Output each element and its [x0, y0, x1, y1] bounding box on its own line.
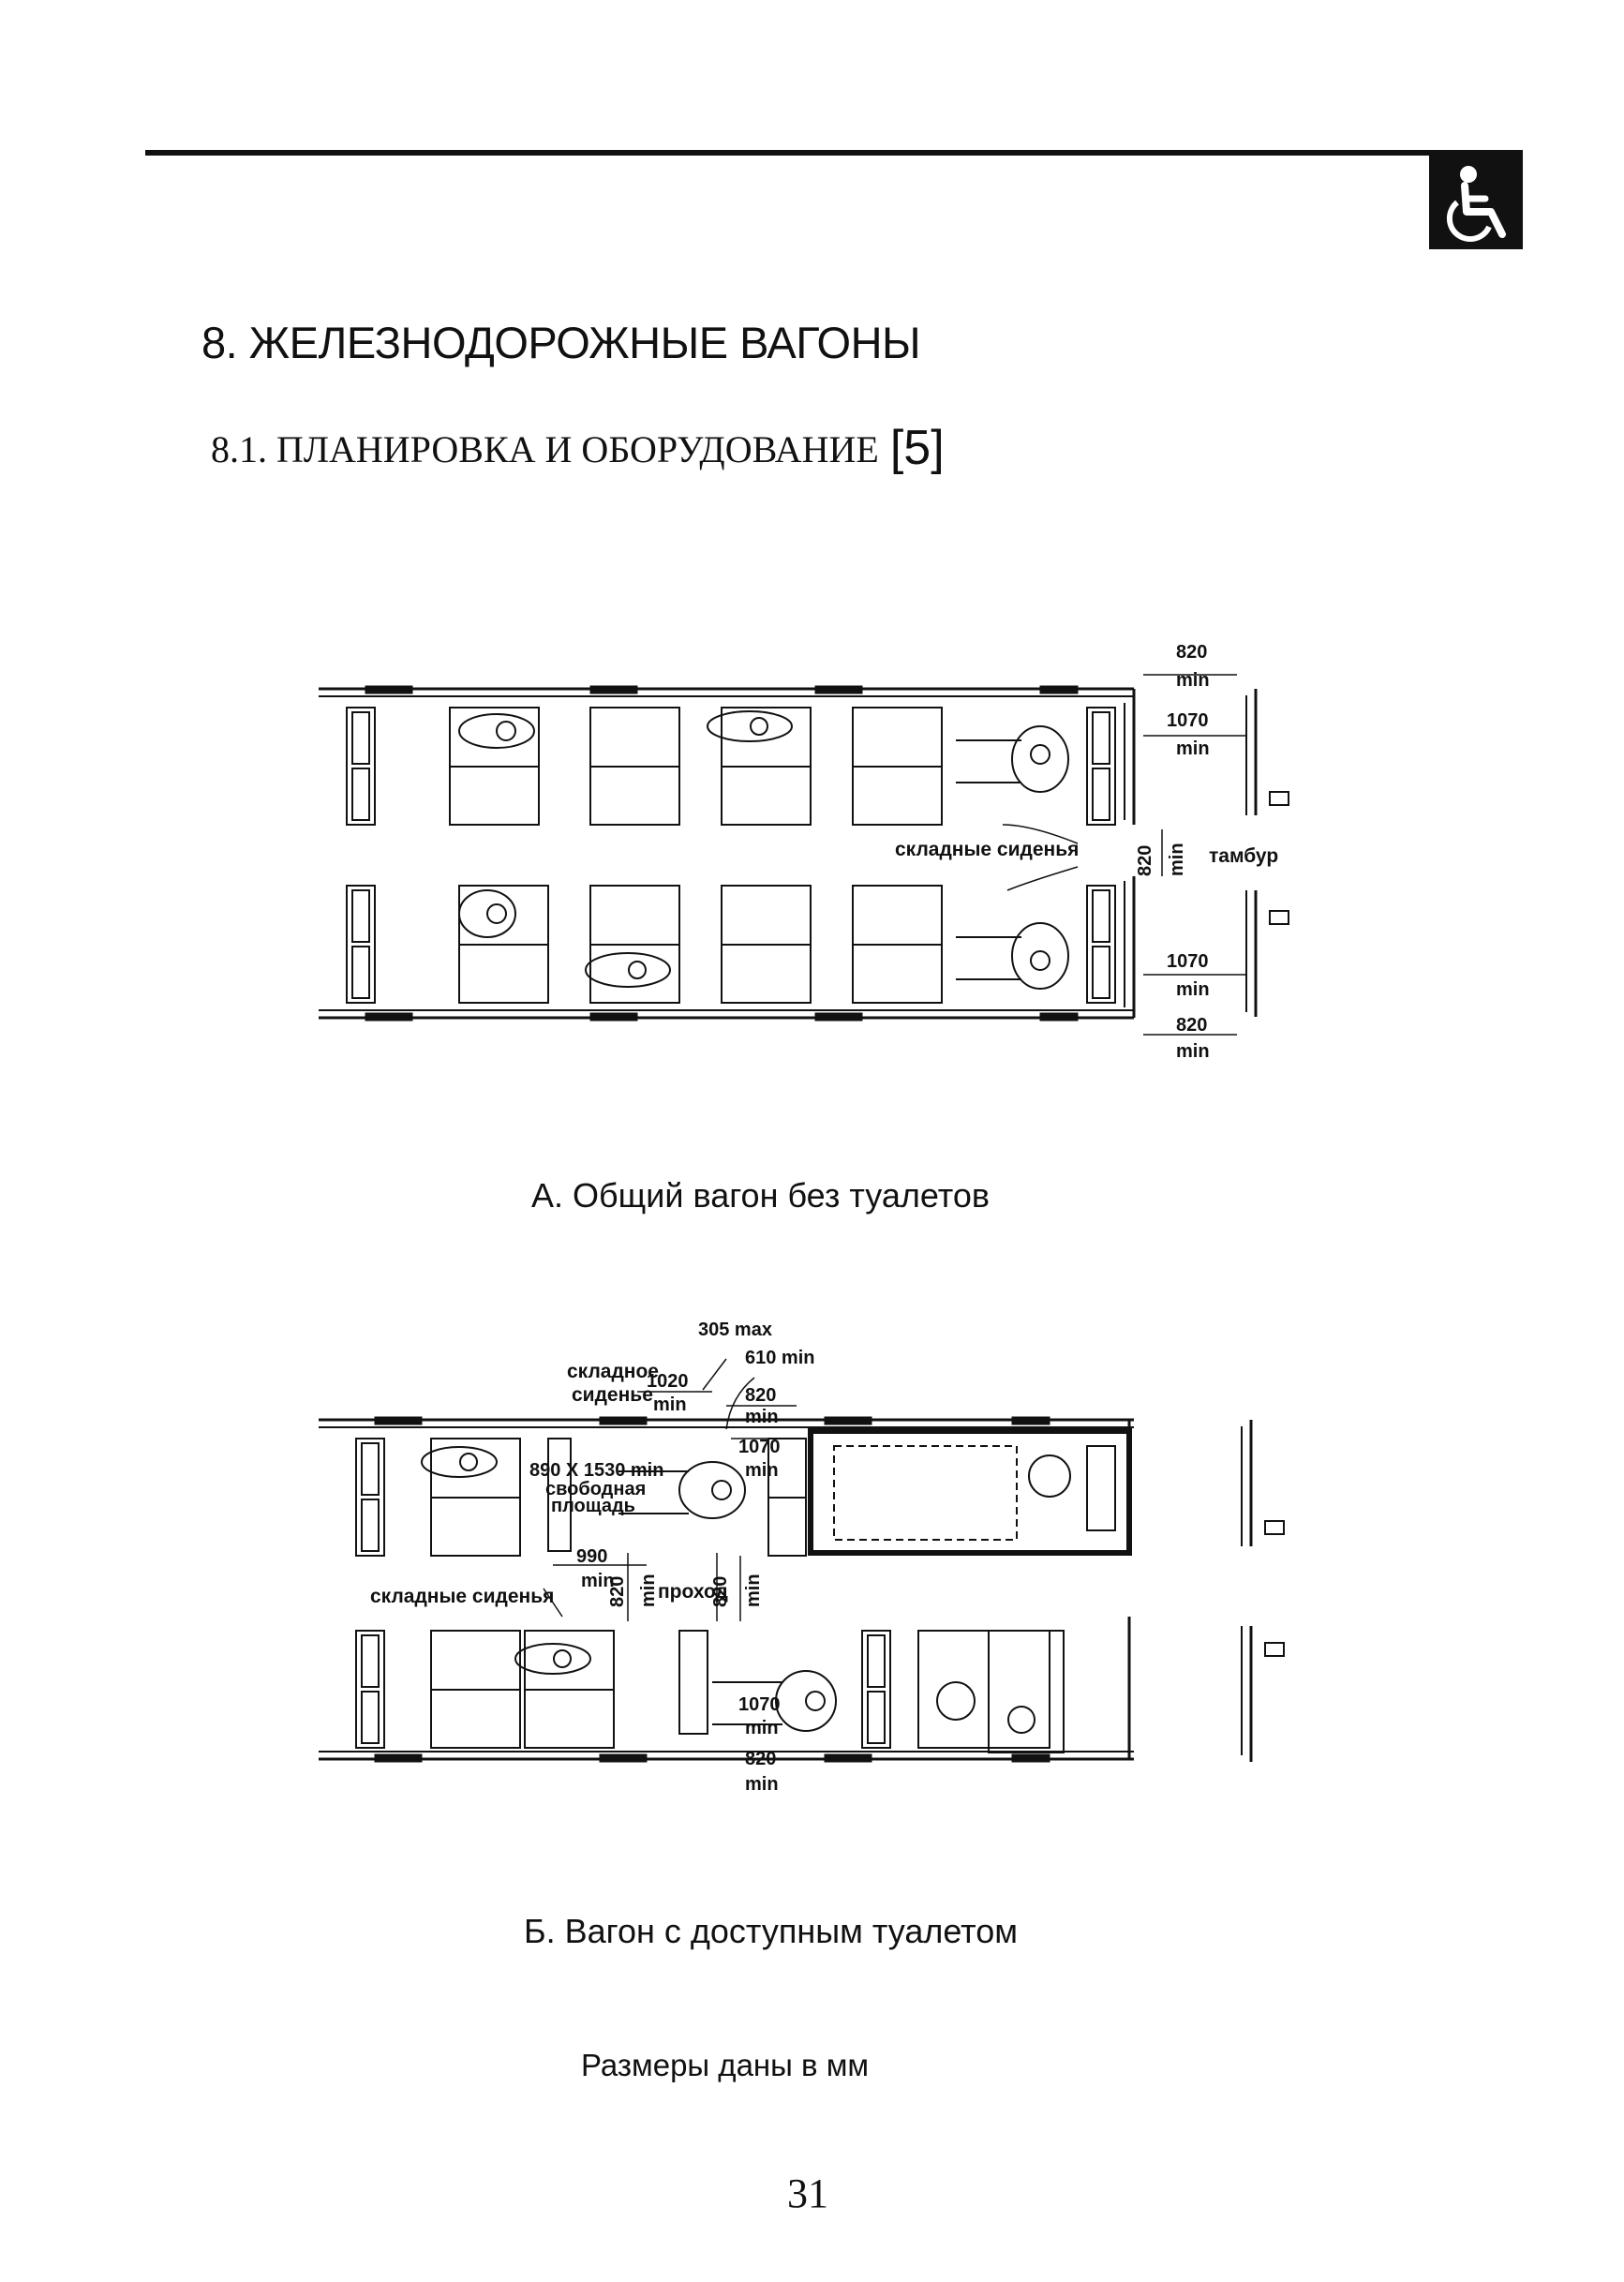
- section-reference: [5]: [889, 421, 945, 475]
- fig-b-min-1: min: [745, 1407, 779, 1427]
- fig-a-min-2: min: [1176, 738, 1210, 759]
- fig-b-dim-990: 990: [576, 1546, 607, 1567]
- fig-a-dim-820-top: 820: [1176, 642, 1207, 663]
- fig-a-vestibule-label: тамбур: [1209, 845, 1278, 867]
- section-title: 8.1. ПЛАНИРОВКА И ОБОРУДОВАНИЕ[5]: [211, 420, 945, 476]
- fig-b-folding-seat-label-1: складное: [567, 1361, 659, 1382]
- fig-b-dim-1070-bottom: 1070: [738, 1694, 781, 1715]
- fig-b-dim-820-top: 820: [745, 1385, 776, 1406]
- fig-a-dim-820-bottom: 820: [1176, 1015, 1207, 1036]
- fig-a-min-vert: min: [1167, 843, 1187, 876]
- units-note: Размеры даны в мм: [581, 2048, 870, 2082]
- fig-a-dim-1070-top: 1070: [1167, 710, 1209, 731]
- fig-b-dim-1020: 1020: [647, 1371, 689, 1392]
- fig-b-dim-820-v1: 820: [607, 1576, 628, 1607]
- fig-b-min-1020: min: [653, 1395, 687, 1415]
- fig-b-folding-seats-label: складные сиденья: [370, 1586, 554, 1607]
- fig-b-dim-610-min: 610 min: [745, 1348, 814, 1368]
- fig-b-min-3: min: [745, 1718, 779, 1738]
- fig-b-dim-820-bottom: 820: [745, 1749, 776, 1769]
- fig-b-min-4: min: [745, 1774, 779, 1795]
- fig-a-min-1: min: [1176, 670, 1210, 691]
- fig-b-dim-1070-top: 1070: [738, 1437, 781, 1457]
- chapter-title: 8. ЖЕЛЕЗНОДОРОЖНЫЕ ВАГОНЫ: [201, 318, 921, 367]
- wheelchair-accessibility-icon: [1429, 156, 1523, 249]
- page-number: 31: [787, 2170, 828, 2216]
- fig-a-min-4: min: [1176, 1041, 1210, 1062]
- fig-b-free-area-1: 890 X 1530 min: [529, 1460, 663, 1481]
- fig-b-min-v2: min: [743, 1574, 764, 1607]
- header-rule: [145, 150, 1523, 156]
- fig-b-folding-seat-label-2: сиденье: [572, 1384, 653, 1406]
- fig-b-passage-label: проход: [658, 1581, 728, 1603]
- fig-b-dim-820-v2: 820: [710, 1576, 731, 1607]
- fig-b-dim-305-max: 305 max: [698, 1320, 772, 1340]
- figure-a-caption: А. Общий вагон без туалетов: [531, 1176, 990, 1215]
- fig-b-min-990: min: [581, 1571, 615, 1591]
- fig-b-min-2: min: [745, 1460, 779, 1481]
- fig-a-dim-820-vert: 820: [1135, 845, 1155, 876]
- figure-b-caption: Б. Вагон с доступным туалетом: [524, 1912, 1019, 1950]
- fig-b-min-v1: min: [638, 1574, 659, 1607]
- section-title-text: 8.1. ПЛАНИРОВКА И ОБОРУДОВАНИЕ: [211, 428, 879, 470]
- fig-a-min-3: min: [1176, 979, 1210, 1000]
- fig-b-free-area-3: площадь: [551, 1496, 635, 1516]
- fig-a-dim-1070-bottom: 1070: [1167, 951, 1209, 972]
- figure-a-floorplan: 820 min 1070 min складные сиденья 820 mi…: [309, 637, 1321, 1078]
- fig-a-folding-seats-label: складные сиденья: [895, 839, 1079, 860]
- figure-b-floorplan: 305 max 610 min складное сиденье 1020 mi…: [300, 1307, 1321, 1818]
- fig-b-free-area-2: свободная: [545, 1479, 646, 1499]
